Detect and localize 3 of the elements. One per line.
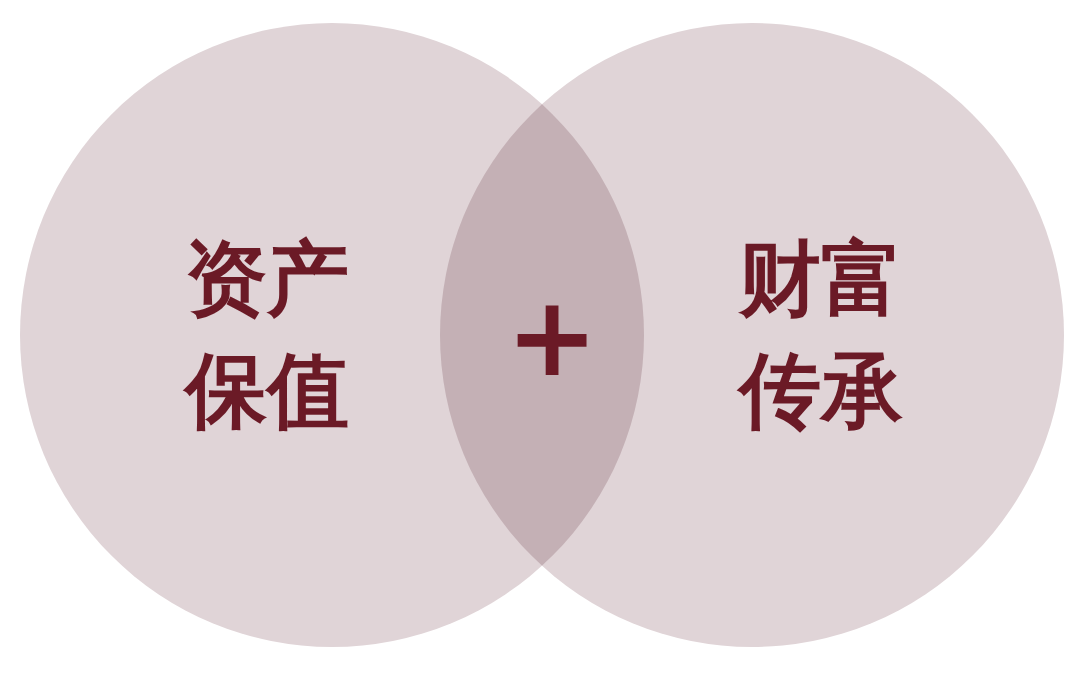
circle-label: 财富传承	[736, 230, 904, 440]
plus-sign: +	[506, 282, 599, 392]
circle-label: 资产保值	[182, 230, 350, 440]
